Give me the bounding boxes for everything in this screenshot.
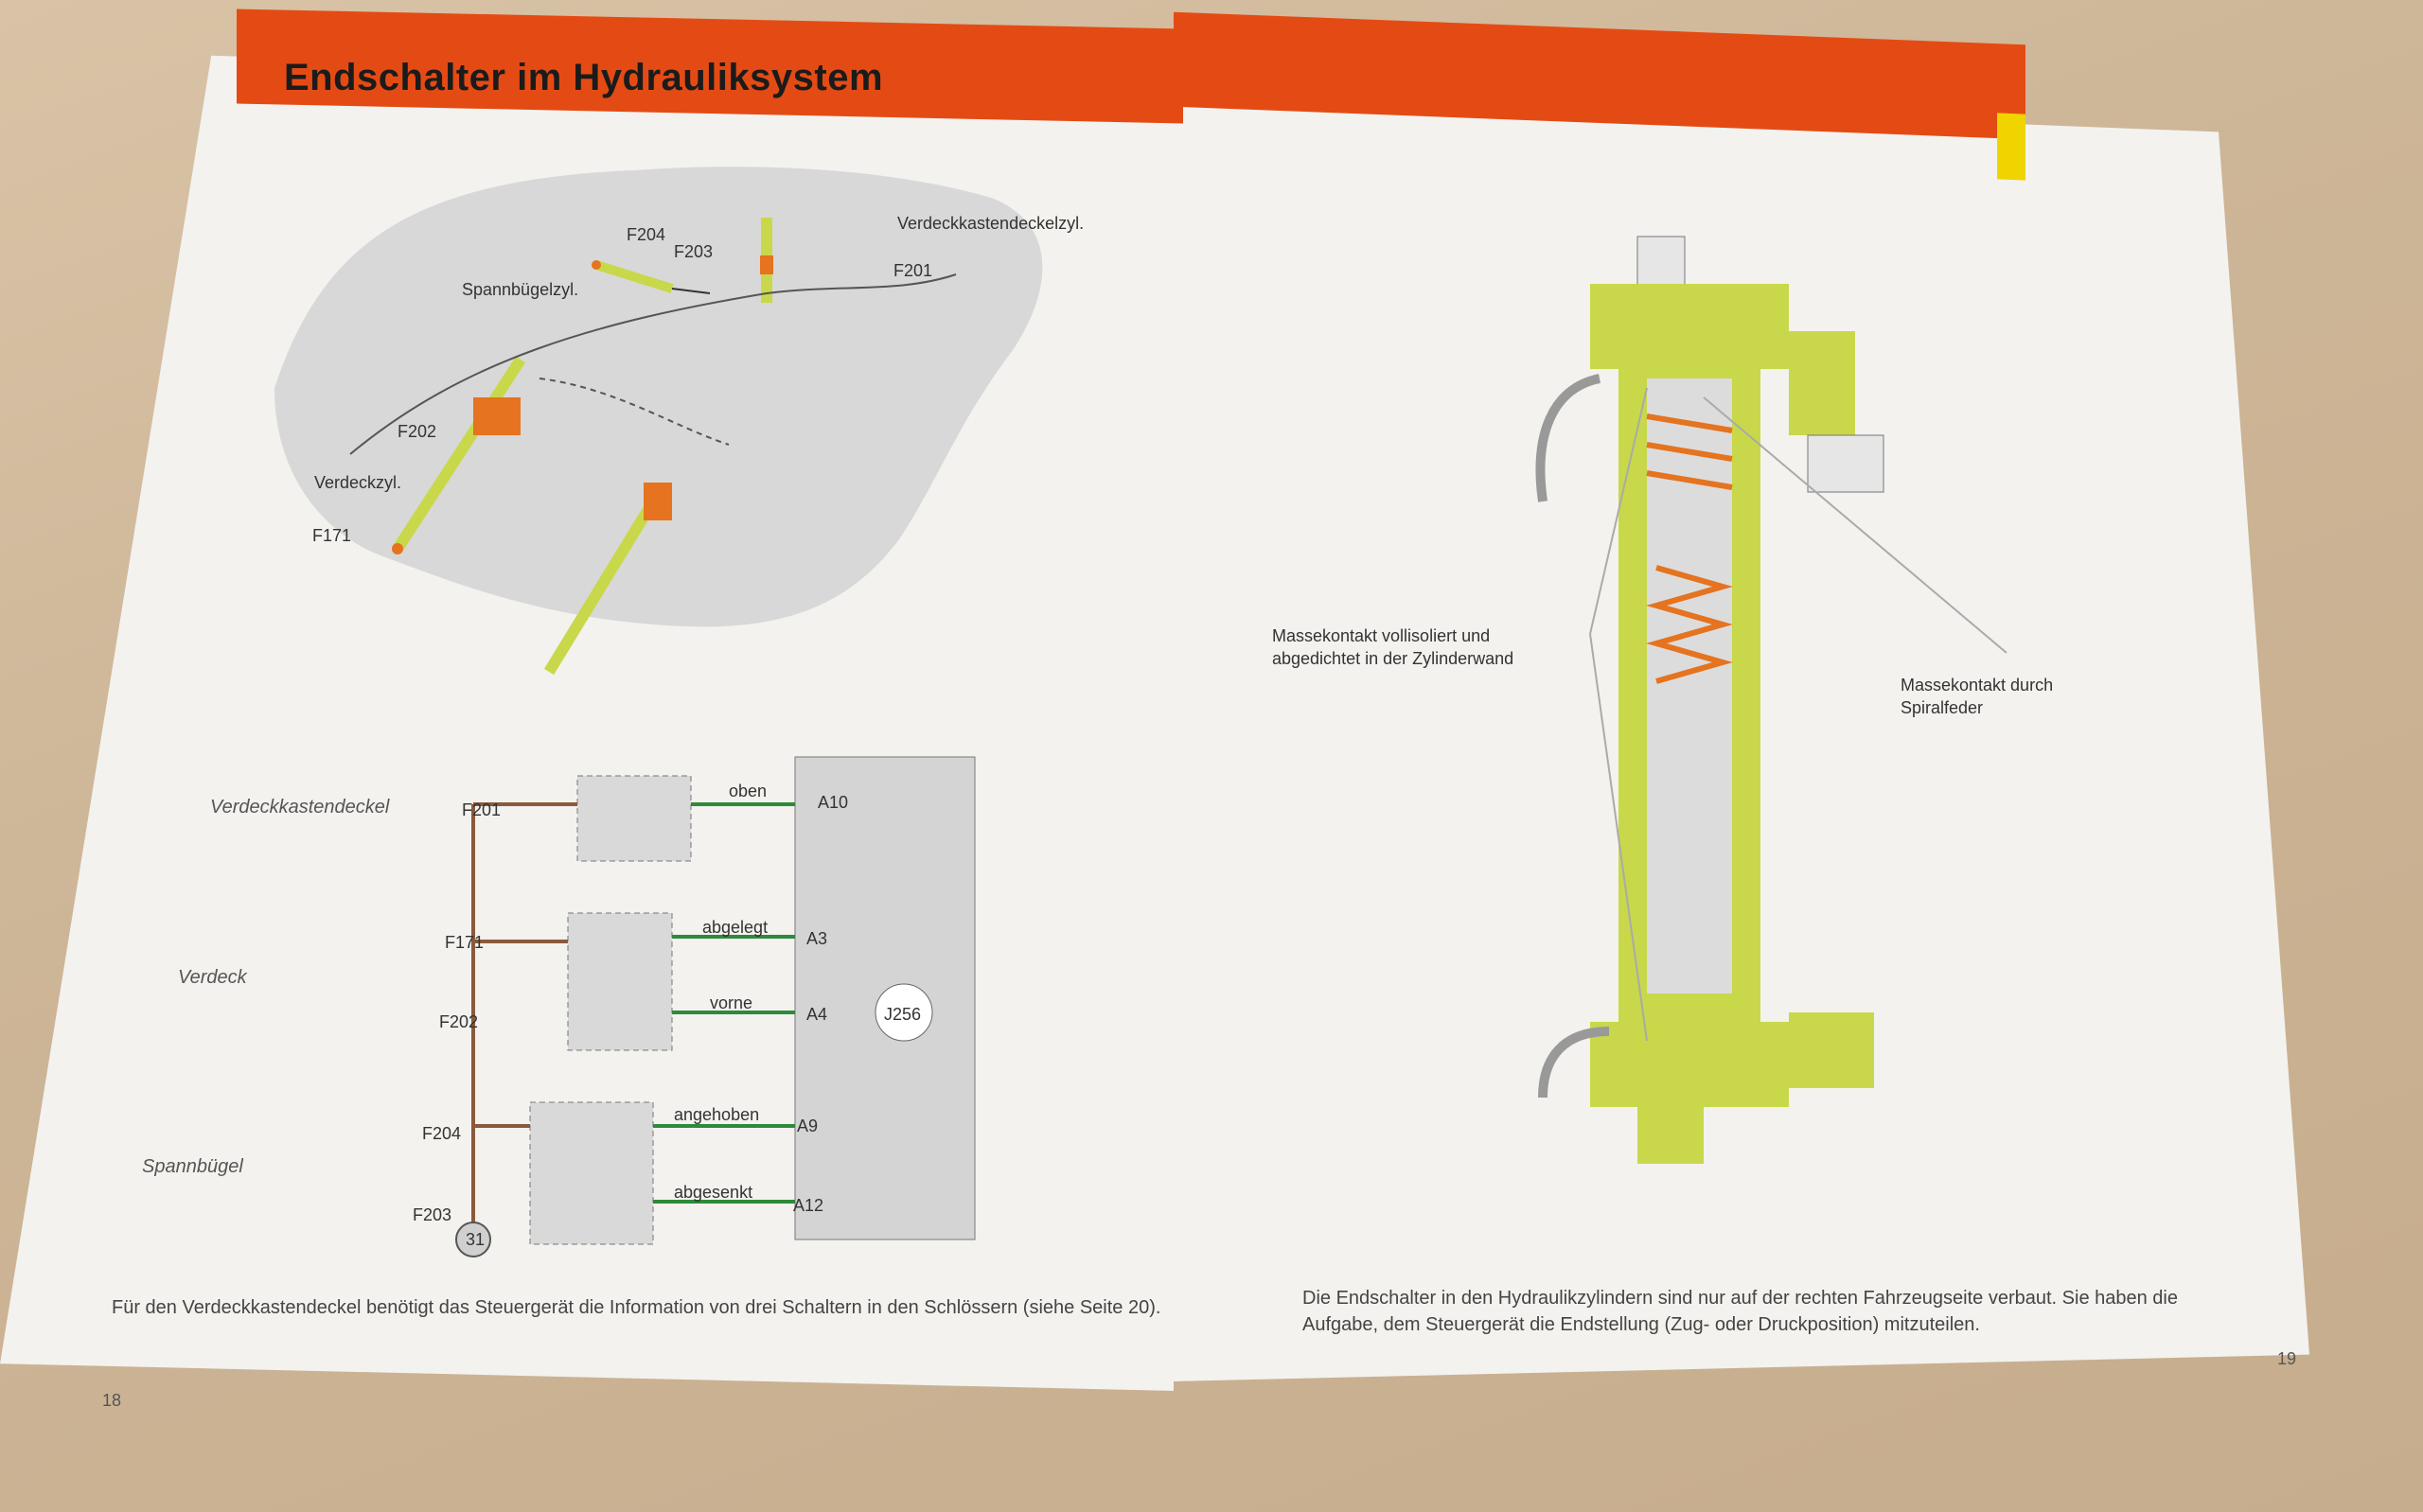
signal-oben: oben [729,782,768,800]
label-spannbuegelzyl: Spannbügelzyl. [462,280,579,299]
spannbuegel-cylinder [592,260,711,294]
hydraulic-illustration [274,167,1043,676]
signal-abgelegt: abgelegt [702,918,769,937]
ground-31: 31 [466,1230,486,1249]
switch-f171: F171 [445,933,485,952]
gray-background [274,167,1043,627]
upper-spring [1646,413,1733,490]
switch-f204: F204 [422,1124,462,1143]
pin-a3: A3 [806,929,828,948]
left-caption: Für den Verdeckkastendeckel benötigt das… [112,1297,1161,1318]
label-verdeckkastendeckelzyl: Verdeckkastendeckelzyl. [897,214,1085,233]
cylinder-cross-section [1535,236,2007,1164]
switch-f203: F203 [413,1205,452,1224]
label-f203: F203 [674,242,714,261]
module-j256: J256 [884,1005,922,1024]
pin-a12: A12 [793,1196,824,1215]
control-box [473,397,521,435]
pin-a4: A4 [806,1005,828,1024]
signal-vorne: vorne [710,993,753,1012]
signal-angehoben: angehoben [674,1105,760,1124]
switch-f202: F202 [439,1012,479,1031]
annotation-left: Massekontakt vollisoliert und abgedichte… [1272,626,1514,668]
right-caption: Die Endschalter in den Hydraulikzylinder… [1302,1288,2178,1335]
signal-abgesenkt: abgesenkt [674,1183,753,1202]
annotation-right: Massekontakt durch Spiralfeder [1901,676,2054,717]
label-verdeckzyl: Verdeckzyl. [314,473,402,492]
label-f201: F201 [893,261,933,280]
group-spannbuegel: Spannbügel [142,1156,243,1177]
right-cylinder [543,483,672,676]
pin-a9: A9 [797,1116,819,1135]
group-verdeckkastendeckel: Verdeckkastendeckel [210,797,390,818]
group-verdeck: Verdeck [178,967,247,988]
inner-spring [1646,565,1733,684]
verdeckkastendeckel-cylinder [760,218,773,303]
switch-f201: F201 [462,800,502,819]
pin-a10: A10 [818,793,849,812]
left-page-number: 18 [102,1391,122,1410]
page-title: Endschalter im Hydrauliksystem [284,57,884,98]
label-f171: F171 [312,526,352,545]
label-f204: F204 [627,225,666,244]
yellow-tab [1997,113,2025,181]
right-page-number: 19 [2277,1349,2297,1368]
label-f202: F202 [398,422,437,441]
wiring-schematic [455,756,976,1257]
verdeck-cylinder [392,356,526,554]
